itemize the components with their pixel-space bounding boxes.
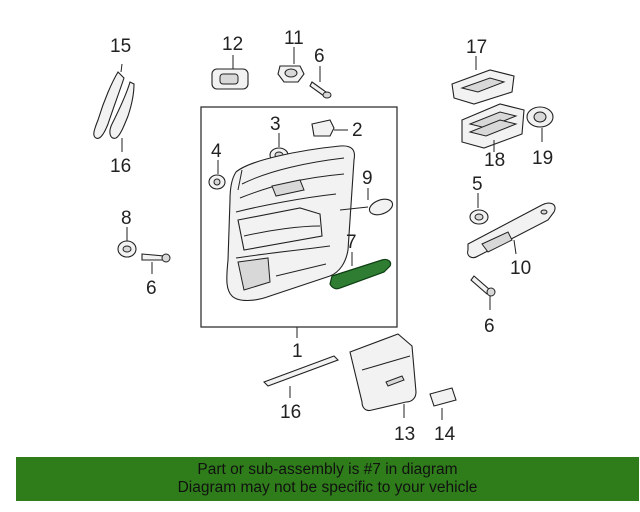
callout-17: 16 [280, 402, 301, 423]
part-2-bracket[interactable] [311, 119, 348, 137]
part-12-handle-bezel[interactable] [211, 55, 249, 90]
part-5-clip[interactable] [469, 193, 489, 225]
part-11-clip[interactable] [277, 47, 305, 83]
callout-19: 18 [484, 150, 505, 171]
callout-4: 4 [211, 141, 222, 162]
callout-2: 2 [352, 120, 363, 141]
callout-15: 15 [110, 36, 131, 57]
banner-line-2: Diagram may not be specific to your vehi… [177, 479, 478, 496]
part-10-handle-trim[interactable] [467, 202, 556, 259]
part-7-highlighted-trim[interactable] [329, 252, 392, 290]
part-15-16-pillar-trim[interactable] [93, 63, 135, 152]
callout-3: 3 [270, 114, 281, 135]
callout-1: 1 [292, 341, 303, 362]
part-6-screw-top[interactable] [309, 66, 332, 99]
callout-18: 17 [466, 37, 487, 58]
callout-6-left: 6 [146, 278, 157, 299]
callout-6-right: 6 [484, 316, 495, 337]
callout-8: 8 [121, 208, 132, 229]
part-1-door-trim-panel[interactable] [226, 145, 356, 302]
part-1-door-panel-box [200, 106, 398, 328]
info-banner: Part or sub-assembly is #7 in diagram Di… [16, 457, 639, 501]
part-13-lower-panel[interactable] [349, 333, 417, 418]
callout-11: 11 [284, 28, 304, 49]
callout-10: 10 [510, 258, 531, 279]
callout-14: 14 [434, 424, 456, 445]
callout-6-top: 6 [314, 46, 325, 67]
callout-9: 9 [362, 168, 373, 189]
part-18-switch[interactable] [451, 56, 515, 105]
part-9-grille[interactable] [339, 188, 395, 218]
part-17-molding[interactable] [263, 355, 339, 398]
part-8-retainer[interactable] [117, 227, 137, 258]
banner-line-1: Part or sub-assembly is #7 in diagram [197, 461, 458, 478]
part-19-switch-panel[interactable] [461, 103, 525, 152]
callout-12: 12 [222, 34, 243, 55]
callout-13: 13 [394, 424, 415, 445]
parts-diagram: 15 16 12 11 6 3 2 4 9 7 8 6 1 17 18 19 5… [93, 28, 556, 445]
callout-5: 5 [472, 174, 483, 195]
part-4-push-clip[interactable] [208, 160, 226, 190]
callout-20: 19 [532, 148, 553, 169]
callout-16: 16 [110, 156, 131, 177]
part-20-knob[interactable] [526, 106, 554, 142]
part-6-screw-right[interactable] [470, 275, 496, 310]
part-6-screw-left[interactable] [141, 253, 171, 274]
callout-7: 7 [346, 232, 357, 253]
part-14-pad[interactable] [429, 387, 457, 420]
